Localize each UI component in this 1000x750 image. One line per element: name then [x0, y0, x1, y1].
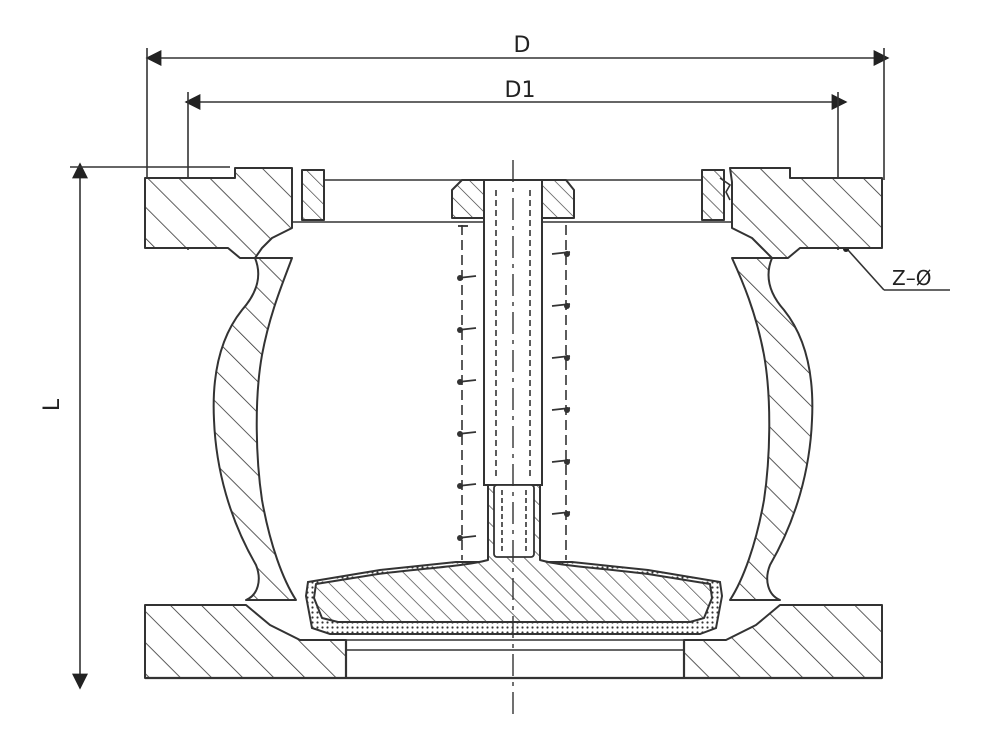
- dimension-d1: D1: [184, 78, 848, 250]
- spring: [457, 225, 571, 560]
- bolt-hole-label: Z–Ø: [892, 266, 931, 290]
- valve-disc: [304, 484, 724, 635]
- valve-body-right: [683, 167, 883, 679]
- dimension-l: L: [40, 162, 230, 690]
- valve-body-left: [144, 167, 347, 679]
- bottom-seat: [145, 639, 882, 680]
- spring-coils-left: [457, 225, 477, 541]
- spring-coils-right: [551, 251, 571, 517]
- dimension-d: D: [145, 33, 890, 180]
- dimension-d1-label: D1: [505, 78, 536, 103]
- dimension-l-label: L: [40, 398, 65, 411]
- bolt-hole-callout: Z–Ø: [843, 246, 950, 291]
- dimension-d-label: D: [514, 33, 531, 58]
